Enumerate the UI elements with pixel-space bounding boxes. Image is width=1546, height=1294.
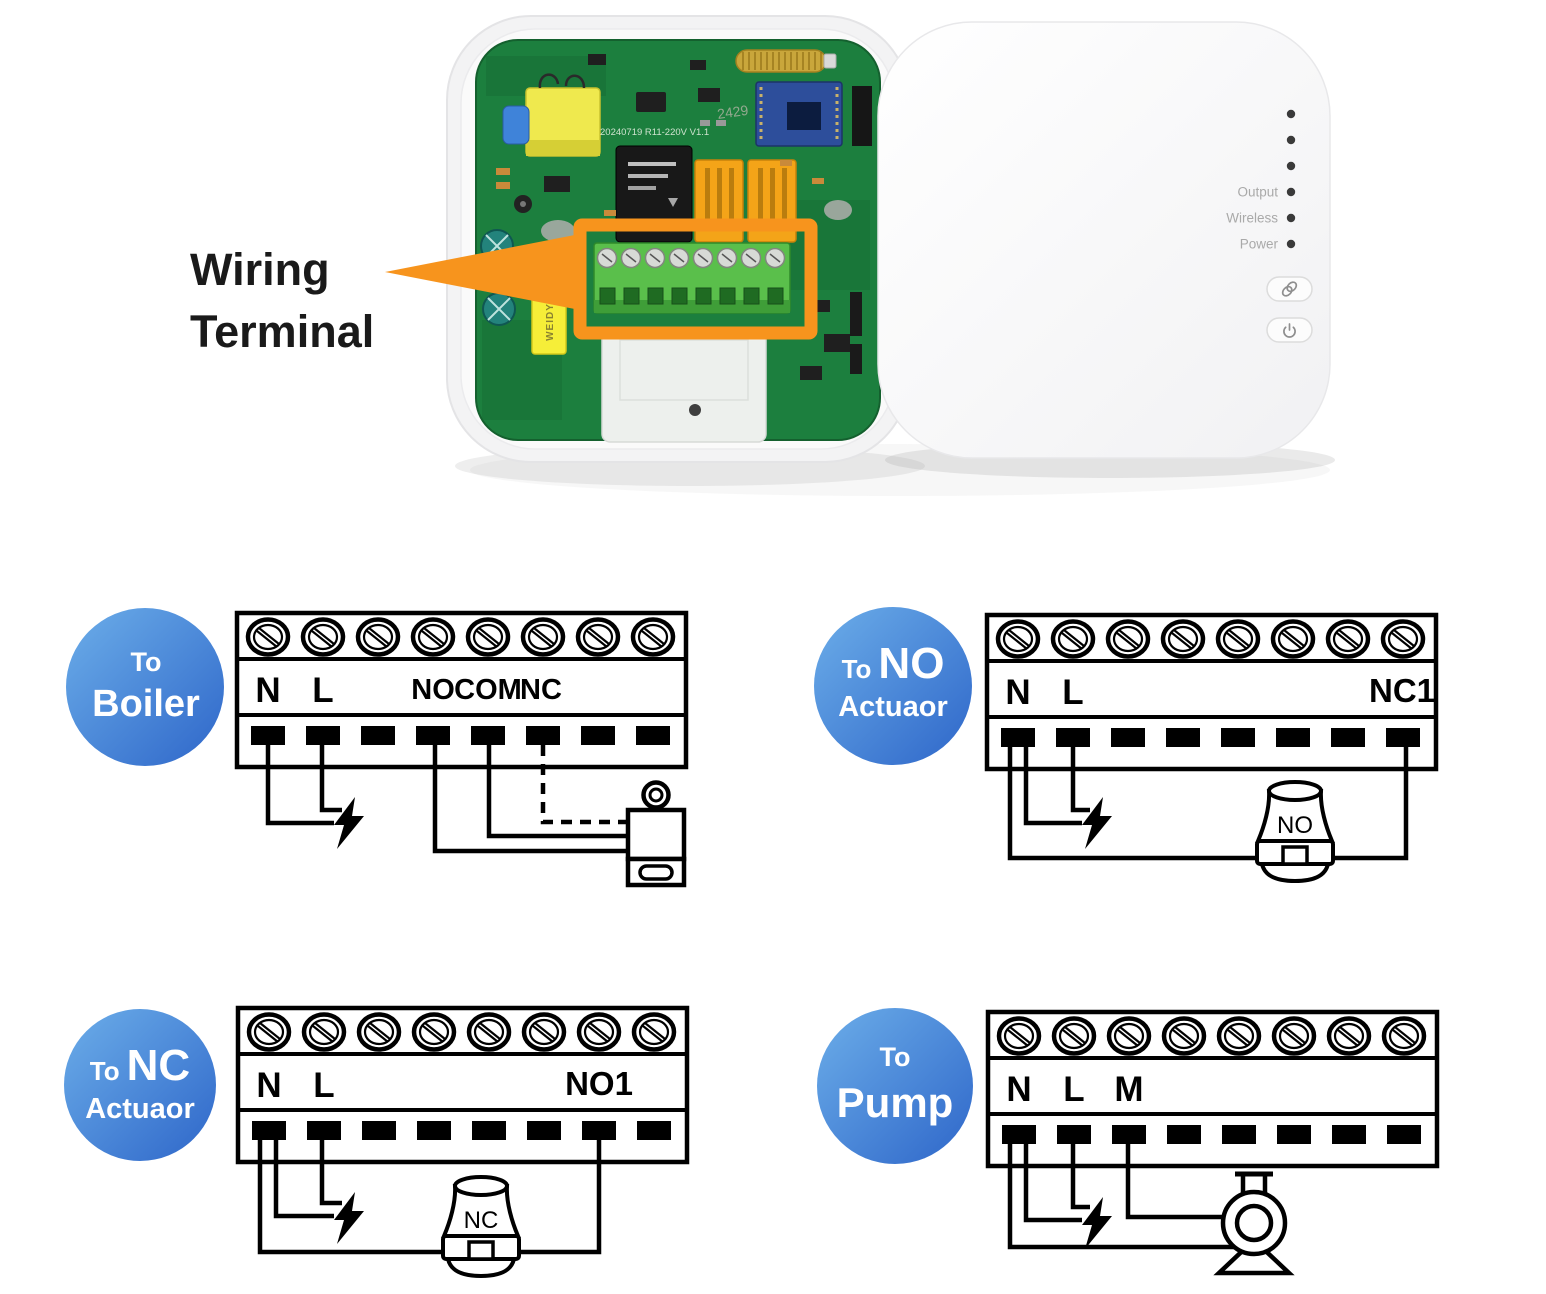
photo-wire-slots: [599, 287, 784, 305]
wire-n-to-mains: [1023, 1144, 1082, 1223]
mains-lightning-icon: [1082, 797, 1112, 849]
case-cutout: [601, 331, 767, 443]
wire-l-to-mains: [1070, 1144, 1090, 1210]
actuator-label: NO: [1277, 812, 1313, 839]
diagram-to-pump: To Pump N L M: [817, 1008, 1437, 1276]
badge-no-small: To: [842, 654, 872, 684]
led-indicators: [1286, 109, 1296, 249]
power-icon: [1283, 323, 1296, 338]
terminal-label-n: N: [1005, 673, 1030, 712]
led-label-power: Power: [1240, 237, 1279, 252]
badge-to-no-actuator: [814, 607, 972, 765]
wire-n-to-mains: [273, 1140, 334, 1219]
wire-n-to-actuator: [1007, 747, 1409, 861]
terminal-label-l: L: [1062, 673, 1083, 712]
led-dot: [1286, 109, 1296, 119]
boiler-icon: [625, 780, 687, 888]
terminal-label-l: L: [1063, 1070, 1084, 1109]
wire-m-to-pump: [1125, 1144, 1224, 1220]
terminal-label-n: N: [256, 1066, 281, 1105]
capacitor-blue: [502, 105, 530, 145]
led-dot-output: [1286, 187, 1296, 197]
led-dot: [1286, 135, 1296, 145]
mounting-hole: [824, 200, 852, 220]
device-cover: Output Wireless Power: [877, 21, 1331, 459]
badge-pump-main: Pump: [837, 1079, 954, 1126]
wire-nc-to-boiler-dashed: [540, 745, 628, 825]
terminal-label-no: NO: [411, 674, 455, 706]
callout-line2: Terminal: [190, 306, 374, 357]
relay-main: [615, 145, 693, 243]
pcb-batch-text: 2429: [716, 102, 749, 122]
wiring-terminal-highlight-box: [573, 218, 818, 340]
callout-wiring-terminal: Wiring Terminal: [190, 244, 374, 357]
badge-nc-small: To: [90, 1056, 120, 1086]
led-dot-power: [1286, 239, 1296, 249]
pcb-version-text: 20240719 R11-220V V1.1: [600, 127, 709, 138]
component-mark-text: WEIDY: [545, 303, 556, 341]
photo-screws: [596, 247, 786, 269]
actuator-no-icon: NO: [1254, 780, 1336, 884]
terminal-label-nc1: NC1: [1369, 672, 1435, 709]
terminal-label-l: L: [312, 671, 333, 710]
mounting-hole: [541, 220, 575, 242]
terminal-label-nc: NC: [520, 674, 562, 706]
terminal-label-l: L: [313, 1066, 334, 1105]
terminal-label-n: N: [1006, 1070, 1031, 1109]
pump-icon: [1213, 1171, 1295, 1276]
device-base: WEIDY 20240719 R11-220V V1.1 2429: [446, 15, 910, 463]
led-dot: [1286, 161, 1296, 171]
terminal-block-pump: [988, 1012, 1437, 1166]
actuator-nc-icon: NC: [440, 1175, 522, 1279]
small-components: [496, 54, 872, 380]
badge-boiler-main: Boiler: [92, 683, 200, 725]
terminal-label-n: N: [255, 671, 280, 710]
badge-no-big: NO: [878, 639, 944, 688]
terminal-block-photo: [593, 242, 791, 314]
badge-pump-top: To: [880, 1042, 911, 1072]
wire-no-to-boiler: [432, 745, 628, 854]
badge-no-line2: Actuaor: [838, 691, 948, 723]
wire-n-to-mains: [265, 745, 334, 826]
rf-module: [755, 81, 843, 147]
pair-button: [1266, 276, 1313, 302]
callout-line1: Wiring: [190, 244, 330, 295]
power-button: [1266, 317, 1313, 343]
badge-nc-line2: Actuaor: [85, 1093, 195, 1125]
led-label-wireless: Wireless: [1226, 211, 1278, 226]
wire-n-to-actuator: [257, 1140, 602, 1255]
badge-boiler-top: To: [131, 647, 162, 677]
wire-l-to-mains: [319, 745, 342, 813]
diagram-to-boiler: To Boiler N L NO COM NC: [66, 608, 687, 888]
wire-com-to-boiler: [486, 745, 628, 839]
link-icon: [1281, 281, 1298, 297]
actuator-label: NC: [464, 1207, 499, 1234]
badge-to-pump: [817, 1008, 973, 1164]
terminal-label-no1: NO1: [565, 1065, 633, 1102]
wire-n-to-pump: [1007, 1144, 1234, 1250]
terminal-label-com: COM: [454, 674, 522, 706]
wire-n-to-mains: [1023, 747, 1082, 826]
mains-lightning-icon: [334, 1192, 364, 1244]
wire-l-to-mains: [319, 1140, 342, 1206]
led-dot-wireless: [1286, 213, 1296, 223]
transformer: [525, 73, 601, 157]
badge-nc-big: NC: [127, 1041, 191, 1090]
product-photo: WEIDY 20240719 R11-220V V1.1 2429: [190, 15, 1335, 496]
callout-arrow: [385, 233, 585, 311]
mains-lightning-icon: [334, 797, 364, 849]
badge-to-boiler: [66, 608, 224, 766]
wire-l-to-mains: [1070, 747, 1090, 813]
terminal-label-m: M: [1114, 1070, 1143, 1109]
led-label-output: Output: [1237, 185, 1278, 200]
antenna-coil: [735, 49, 837, 73]
badge-to-nc-actuator: [64, 1009, 216, 1161]
